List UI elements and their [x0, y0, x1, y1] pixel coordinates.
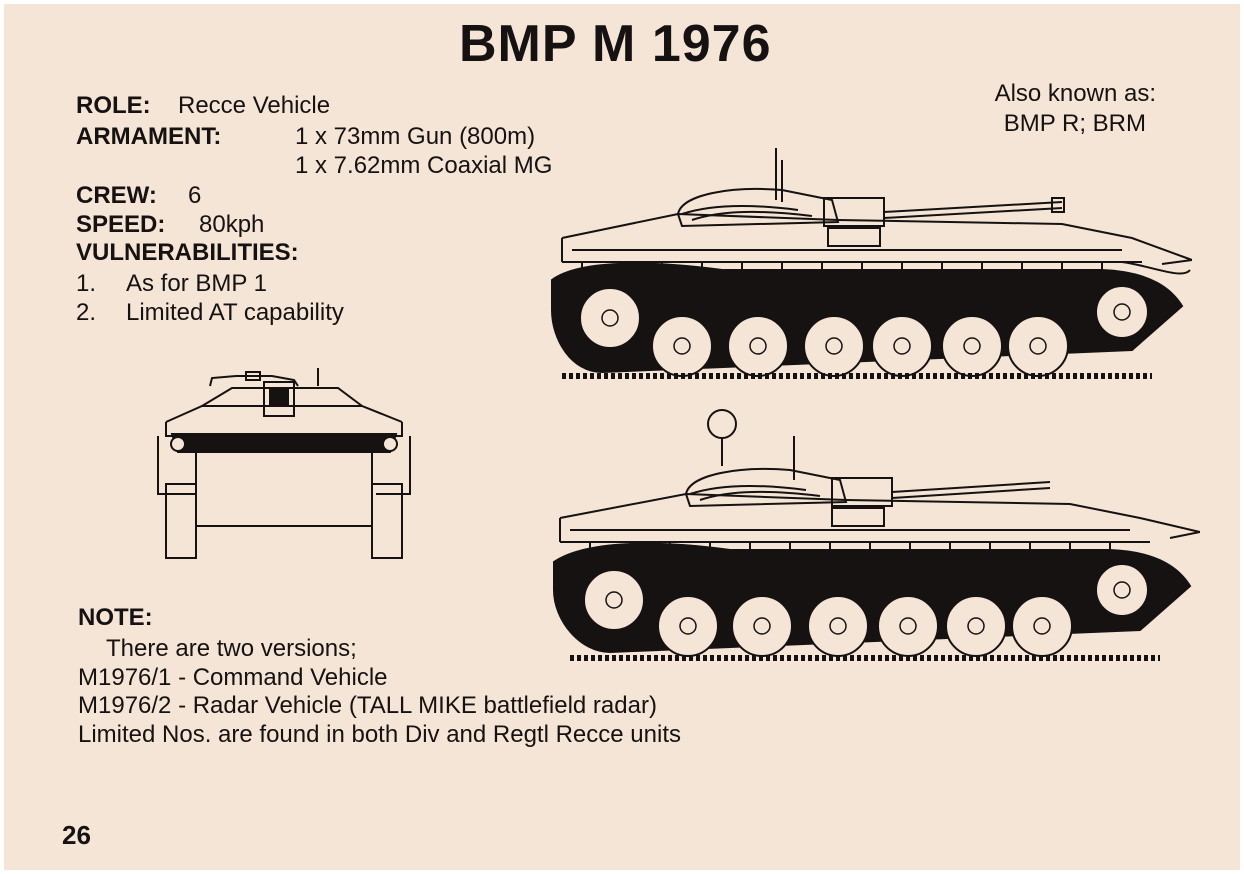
aka-label: Also known as:	[994, 80, 1156, 107]
side-view-command-vehicle-drawing	[551, 148, 1192, 379]
vulnerabilities-label: VULNERABILITIES:	[76, 239, 299, 266]
vulnerability-text: Limited AT capability	[126, 299, 344, 326]
armament-gun: 1 x 73mm Gun (800m)	[295, 123, 536, 150]
vulnerability-text: As for BMP 1	[126, 270, 267, 297]
front-view-drawing	[157, 368, 411, 559]
role-value: Recce Vehicle	[178, 92, 331, 119]
crew-label: CREW:	[76, 182, 157, 209]
armament-mg: 1 x 7.62mm Coaxial MG	[295, 152, 553, 179]
note-line: There are two versions;	[106, 635, 357, 662]
side-view-radar-vehicle-drawing	[553, 409, 1200, 661]
note-line: Limited Nos. are found in both Div and R…	[78, 721, 681, 748]
role-label: ROLE:	[76, 92, 151, 119]
speed-value: 80kph	[199, 211, 265, 238]
page-number: 26	[62, 820, 91, 850]
vulnerability-number: 1.	[76, 270, 97, 297]
crew-value: 6	[188, 182, 202, 209]
note-label: NOTE:	[78, 604, 153, 631]
note-line: M1976/1 - Command Vehicle	[78, 664, 388, 691]
page-title: BMP M 1976	[459, 15, 772, 73]
aka-value: BMP R; BRM	[1003, 110, 1146, 137]
manual-page: BMP M 1976 ROLE: Recce Vehicle ARMAMENT:…	[4, 4, 1240, 870]
note-line: M1976/2 - Radar Vehicle (TALL MIKE battl…	[78, 692, 657, 719]
speed-label: SPEED:	[76, 211, 166, 238]
vulnerability-number: 2.	[76, 299, 97, 326]
armament-label: ARMAMENT:	[76, 123, 222, 150]
